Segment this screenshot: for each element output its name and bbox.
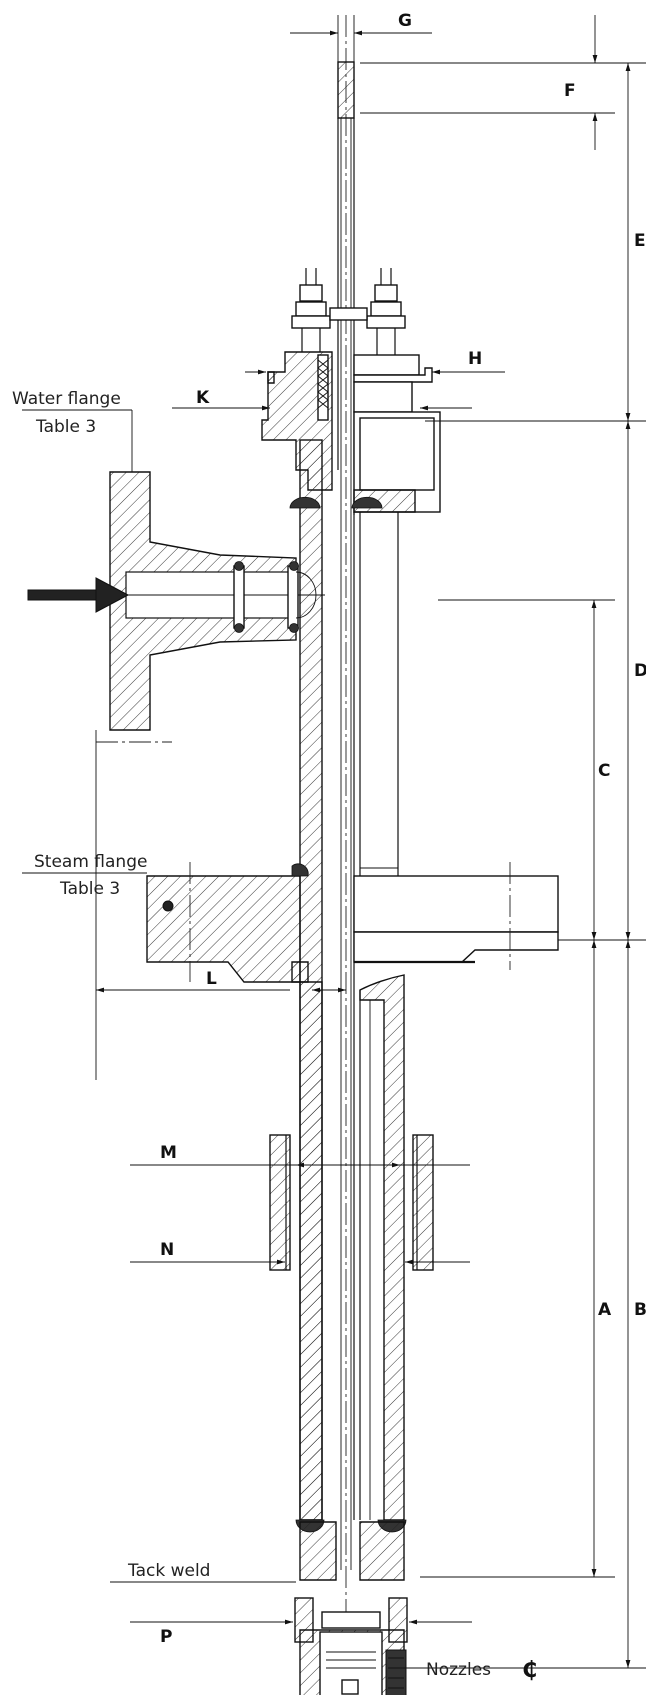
label-G: G	[398, 11, 412, 31]
water-flange-label: Water flange	[12, 389, 121, 409]
label-P: P	[160, 1627, 172, 1647]
label-K: K	[196, 388, 210, 408]
label-H: H	[468, 349, 482, 369]
label-M: M	[160, 1143, 177, 1163]
bonnet-housing	[261, 351, 433, 491]
water-flange	[95, 471, 325, 1080]
water-inlet-arrow	[27, 577, 130, 613]
stem	[337, 61, 355, 1570]
dimension-lines	[22, 15, 646, 1669]
tack-weld-label: Tack weld	[127, 1561, 210, 1581]
lower-body	[269, 974, 434, 1521]
bonnet-bolts	[291, 268, 406, 358]
water-flange-table-label: Table 3	[35, 417, 96, 437]
steam-flange	[146, 862, 559, 983]
steam-flange-table-label: Table 3	[59, 879, 120, 899]
label-C: C	[598, 761, 610, 781]
steam-flange-label: Steam flange	[34, 852, 147, 872]
nozzle-head	[294, 1519, 408, 1695]
label-A: A	[598, 1300, 612, 1320]
label-N: N	[160, 1240, 174, 1260]
nozzles-label: Nozzles	[426, 1660, 491, 1680]
centerline-symbol: ₵	[522, 1658, 537, 1683]
label-B: B	[634, 1300, 646, 1320]
label-F: F	[564, 81, 576, 101]
label-L: L	[206, 969, 217, 989]
label-E: E	[634, 231, 646, 251]
label-D: D	[634, 661, 646, 681]
